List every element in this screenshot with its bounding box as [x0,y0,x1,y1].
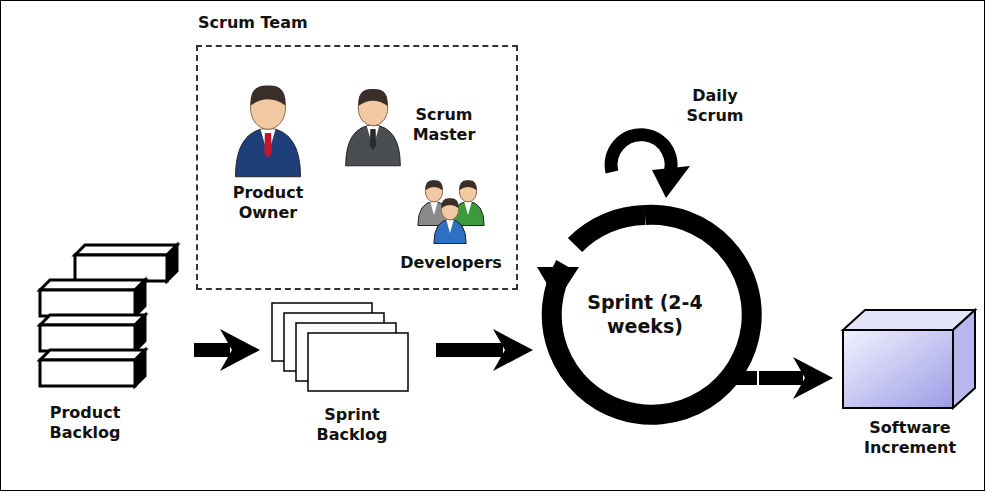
meeting-label: Daily Scrum [676,86,754,126]
box-front [40,290,135,316]
role-box: Scrum Master [343,77,483,192]
hair [358,89,388,106]
arrowhead [493,329,533,371]
shirt-collar [464,202,471,215]
hair [459,180,476,190]
arrowhead [793,357,833,399]
flow-arrow [759,357,833,399]
sprint-ring [552,215,752,415]
increment-box: Software Increment [835,300,983,465]
body-shape [434,219,466,243]
box-front [843,330,953,408]
shirt-collar [430,202,437,215]
node-text: Scrum Master [405,105,483,145]
hair [441,198,458,208]
node-text: Product Backlog [30,403,140,443]
ring-arrowhead [537,267,579,301]
flow-arrow [436,329,533,371]
sprint-cycle: Sprint (2-4 weeks) [535,205,755,425]
arrow-shaft [194,343,230,357]
team-group: Scrum TeamProduct OwnerScrum MasterDevel… [196,45,518,290]
arrow-shaft [436,343,503,357]
ring-exit [727,371,757,385]
sprint-ring [575,215,645,245]
node-text: Sprint Backlog [297,405,407,445]
flow-arrow [194,329,260,371]
node-text: Software Increment [845,418,975,458]
node-text: Scrum Team [198,13,338,33]
hair [250,85,285,105]
necktie [370,129,376,150]
box-front [40,325,135,351]
head [441,199,458,220]
box-front [75,255,167,281]
backlog-card [308,333,408,391]
role-box: Developers [388,175,514,283]
box-side [953,310,975,408]
body-shape [236,128,301,177]
hair [425,180,442,190]
arrowhead [220,329,260,371]
loop-arrowhead [652,166,690,198]
head [459,181,476,202]
shirt-collar [446,220,453,233]
role-box: Product Owner [220,83,316,233]
node-text: Product Owner [220,183,316,223]
arrow-shaft [759,371,803,385]
head [425,181,442,202]
node-text: Developers [388,253,514,273]
body-shape [346,125,401,166]
backlog-stack: Product Backlog [30,235,190,460]
box-front [40,360,135,386]
necktie [264,133,272,158]
node-text: Sprint (2-4 weeks) [575,291,715,339]
backlog-cards: Sprint Backlog [262,295,432,460]
